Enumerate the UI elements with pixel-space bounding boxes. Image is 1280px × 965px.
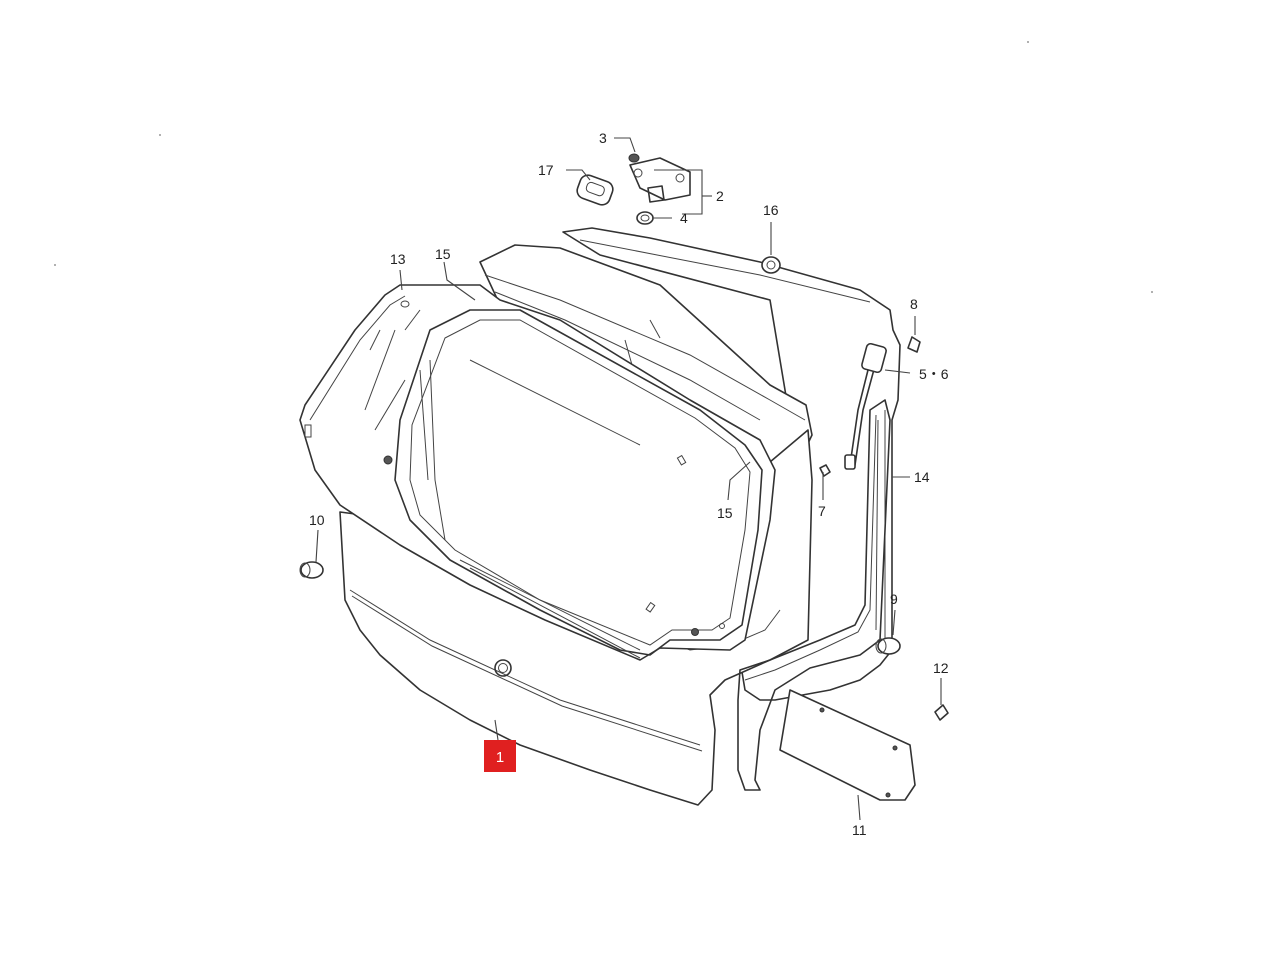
callout-part-16[interactable]: 16 [763,202,779,218]
garnish [779,689,916,801]
callout-part-17[interactable]: 17 [538,162,554,178]
callout-part-7[interactable]: 7 [818,503,826,519]
callout-part-14[interactable]: 14 [914,469,930,485]
callout-part-12[interactable]: 12 [933,660,949,676]
hinge [628,153,691,225]
callout-part-10[interactable]: 10 [309,512,325,528]
callout-part-11[interactable]: 11 [852,822,867,838]
callout-part-4[interactable]: 4 [680,210,688,226]
callout-part-1[interactable]: 1 [496,749,504,766]
callout-part-9[interactable]: 9 [890,591,898,607]
callout-part-15-upper[interactable]: 15 [435,246,451,262]
callout-labels: 1 2 3 4 5・6 7 8 9 10 11 12 13 14 15 15 1… [309,130,949,838]
callout-part-15-lower[interactable]: 15 [717,505,733,521]
callout-part-8[interactable]: 8 [910,296,918,312]
callout-part-2[interactable]: 2 [716,188,724,204]
gas-strut [844,342,887,470]
callout-part-3[interactable]: 3 [599,130,607,146]
rear-window [299,284,776,661]
leader-lines [315,137,942,821]
callout-part-5-6[interactable]: 5・6 [919,366,949,382]
callout-part-13[interactable]: 13 [390,251,406,267]
part-1-highlight-box[interactable] [484,740,516,772]
small-parts [299,256,949,721]
grommet [576,174,614,206]
speck-marks [54,41,1153,293]
weatherstrip [737,399,891,791]
